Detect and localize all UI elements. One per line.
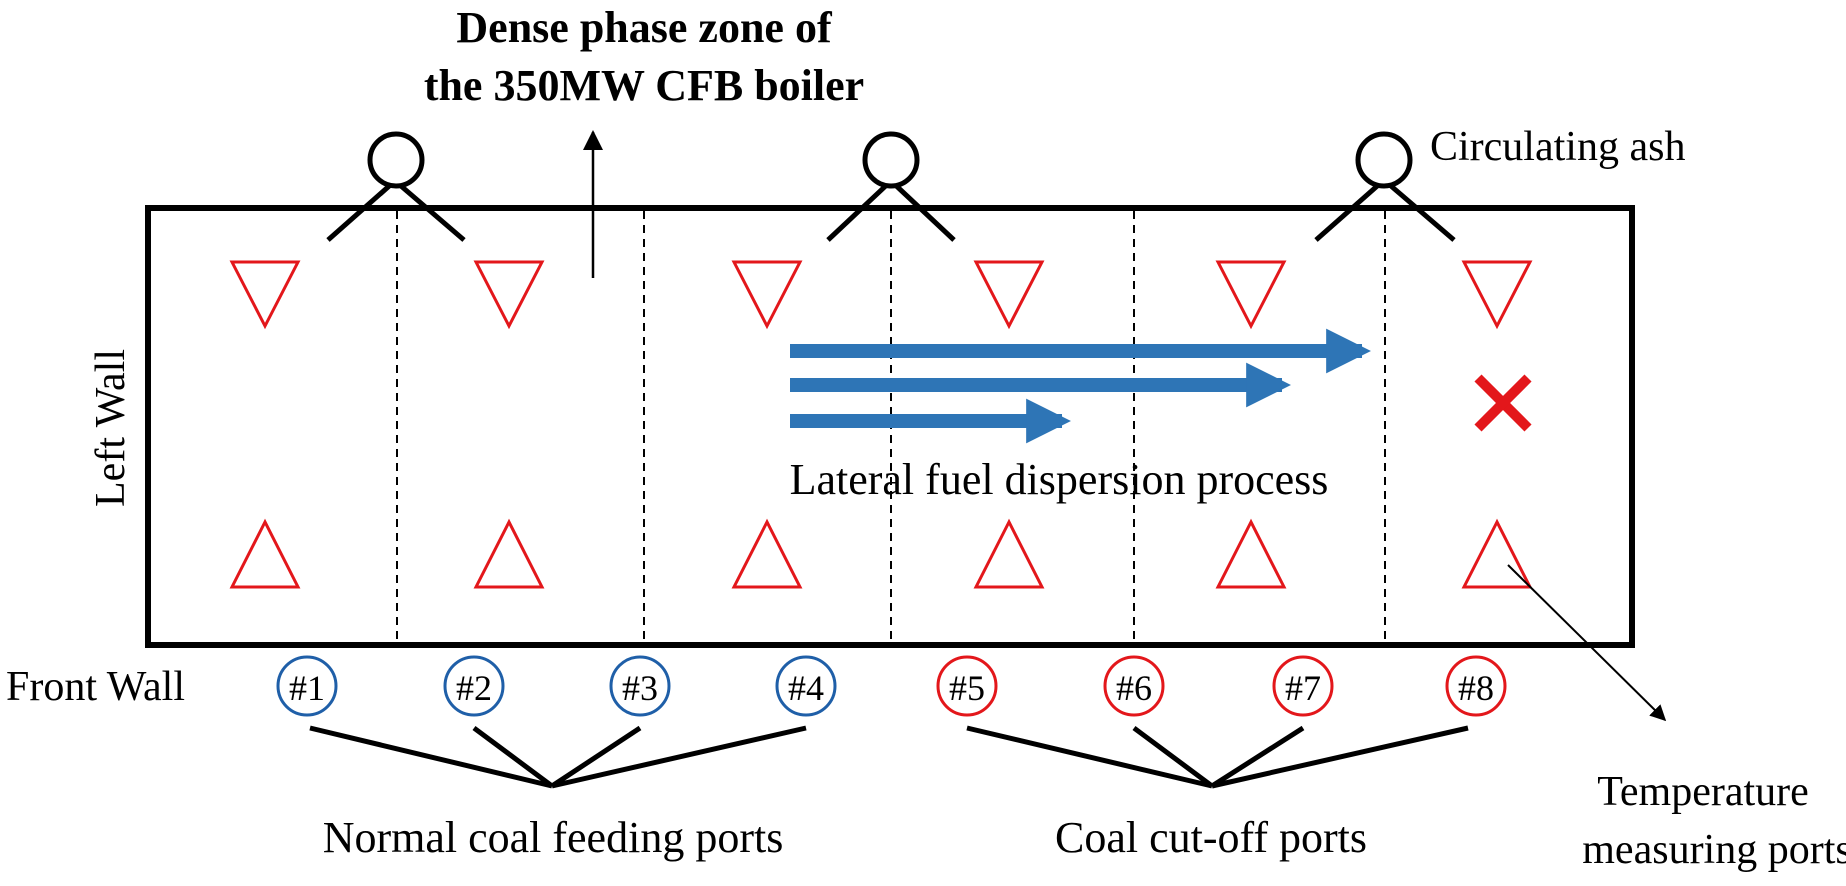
triangle-icon — [731, 518, 803, 589]
triangle-icon — [229, 260, 301, 330]
triangle-icon — [973, 518, 1045, 589]
port-2: #2 — [443, 655, 505, 717]
port-label: #1 — [289, 668, 325, 708]
temperature-ports-top — [229, 260, 1533, 330]
port-label: #5 — [949, 668, 985, 708]
port-7: #7 — [1272, 655, 1334, 717]
port-8: #8 — [1445, 655, 1507, 717]
triangle-icon — [973, 260, 1045, 330]
diagram-title-line2: the 350MW CFB boiler — [424, 61, 864, 110]
port-3: #3 — [609, 655, 671, 717]
port-label: #7 — [1285, 668, 1321, 708]
port-4: #4 — [775, 655, 837, 717]
left-wall-label: Left Wall — [88, 349, 134, 507]
cutoff-ports-connector — [966, 725, 1469, 789]
port-label: #3 — [622, 668, 658, 708]
circle-inlet-icon — [326, 131, 466, 242]
temperature-pointer-arrow — [1507, 564, 1667, 722]
cross-icon — [1474, 374, 1532, 432]
normal-ports-label: Normal coal feeding ports — [323, 813, 784, 862]
port-label: #2 — [456, 668, 492, 708]
circle-inlet-icon — [1314, 131, 1456, 242]
temperature-label-line1: Temperature — [1597, 769, 1809, 815]
lateral-dispersion-label: Lateral fuel dispersion process — [790, 455, 1329, 504]
circulating-ash-label: Circulating ash — [1430, 124, 1685, 170]
port-label: #6 — [1116, 668, 1152, 708]
port-1: #1 — [276, 655, 338, 717]
triangle-icon — [1461, 260, 1533, 330]
dispersion-arrows — [790, 328, 1371, 444]
temperature-label-line2: measuring ports — [1582, 827, 1846, 873]
triangle-icon — [473, 518, 545, 589]
front-wall-label: Front Wall — [6, 664, 185, 710]
triangle-icon — [1461, 518, 1533, 589]
circle-inlet-icon — [826, 131, 956, 242]
cutoff-ports-label: Coal cut-off ports — [1055, 813, 1367, 862]
triangle-icon — [731, 260, 803, 330]
triangle-icon — [229, 518, 301, 589]
coal-ports: #1 #2 #3 #4 #5 #6 #7 #8 — [276, 655, 1507, 717]
port-5: #5 — [936, 655, 998, 717]
port-6: #6 — [1103, 655, 1165, 717]
boiler-box — [145, 205, 1635, 648]
triangle-icon — [1215, 518, 1287, 589]
diagram-title-line1: Dense phase zone of — [456, 3, 833, 52]
normal-ports-connector — [309, 725, 807, 789]
temperature-ports-bottom — [229, 518, 1533, 589]
port-label: #8 — [1458, 668, 1494, 708]
triangle-icon — [1215, 260, 1287, 330]
triangle-icon — [473, 260, 545, 330]
port-label: #4 — [788, 668, 824, 708]
